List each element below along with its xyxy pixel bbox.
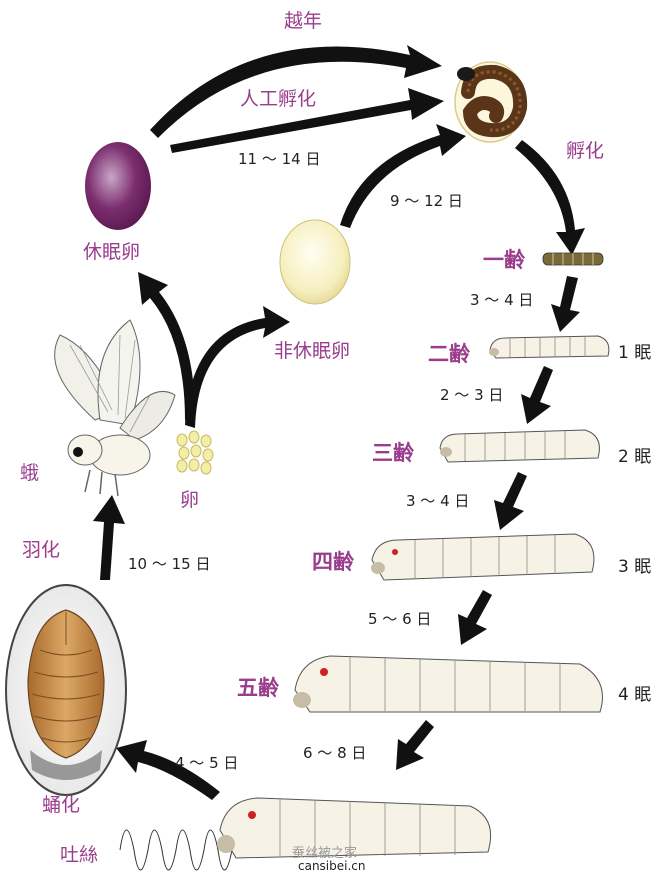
non-diapause-egg: [279, 219, 351, 305]
egg-cluster: [176, 430, 214, 475]
label-moth: 蛾: [20, 462, 40, 484]
duration-instar-2: 2 〜 3 日: [440, 386, 504, 404]
label-overwinter: 越年: [284, 10, 323, 32]
label-artificial-hatch: 人工孵化: [240, 88, 317, 110]
molt-3: 3 眠: [618, 557, 652, 577]
label-emergence: 羽化: [22, 539, 61, 561]
larva-instar-4: [371, 533, 595, 581]
larva-instar-5: [293, 655, 603, 713]
arrow-instar1-2: [551, 276, 580, 332]
label-pupation: 蛹化: [42, 794, 81, 816]
duration-instar-4: 5 〜 6 日: [368, 610, 432, 628]
arrow-non-diapause-hatch: [340, 124, 466, 228]
duration-instar-3: 3 〜 4 日: [406, 492, 470, 510]
arrows: [93, 45, 585, 800]
larva-spinning: [217, 797, 492, 859]
cocoon-with-pupa: [5, 584, 127, 796]
larva-instar-3: [439, 429, 600, 463]
stage-instar-2: 二齢: [428, 342, 470, 366]
stage-instar-1: 一齢: [483, 248, 525, 272]
watermark-url: cansibei.cn: [298, 859, 366, 873]
duration-artificial: 11 〜 14 日: [238, 150, 321, 168]
stage-instar-3: 三齢: [372, 441, 414, 465]
arrow-instar5-spin: [396, 720, 434, 770]
duration-pupa-moth: 10 〜 15 日: [128, 555, 211, 573]
arrow-hatch-instar1: [515, 140, 585, 255]
hatching-egg: [454, 61, 528, 143]
diapause-egg: [85, 142, 151, 230]
arrow-pupa-moth: [93, 495, 125, 580]
label-spinning: 吐絲: [60, 844, 99, 866]
duration-non-diapause: 9 〜 12 日: [390, 192, 463, 210]
molt-1: 1 眠: [618, 343, 652, 363]
label-egg: 卵: [180, 489, 200, 511]
label-hatch: 孵化: [566, 140, 605, 162]
arrow-instar4-5: [458, 590, 492, 645]
molt-4: 4 眠: [618, 685, 652, 705]
silk-thread: [119, 829, 233, 871]
larva-instar-1: [542, 252, 604, 266]
duration-instar-5: 6 〜 8 日: [303, 744, 367, 762]
arrow-artificial-hatch: [170, 88, 444, 153]
arrow-egg-non-diapause: [185, 306, 290, 428]
molt-2: 2 眠: [618, 447, 652, 467]
arrow-spin-cocoon: [116, 740, 220, 800]
watermark-chinese: 蚕丝被之家: [292, 846, 358, 861]
moth: [54, 319, 176, 497]
duration-instar-1: 3 〜 4 日: [470, 291, 534, 309]
label-non-diapause-egg: 非休眠卵: [274, 340, 351, 362]
duration-spin-pupa: 4 〜 5 日: [175, 754, 239, 772]
arrow-instar3-4: [494, 472, 527, 530]
label-diapause-egg: 休眠卵: [83, 241, 141, 263]
arrow-overwinter: [150, 45, 442, 138]
stage-instar-5: 五齢: [237, 676, 279, 700]
larva-instar-2: [489, 335, 610, 359]
stage-instar-4: 四齢: [312, 550, 354, 574]
arrow-instar2-3: [521, 366, 553, 424]
